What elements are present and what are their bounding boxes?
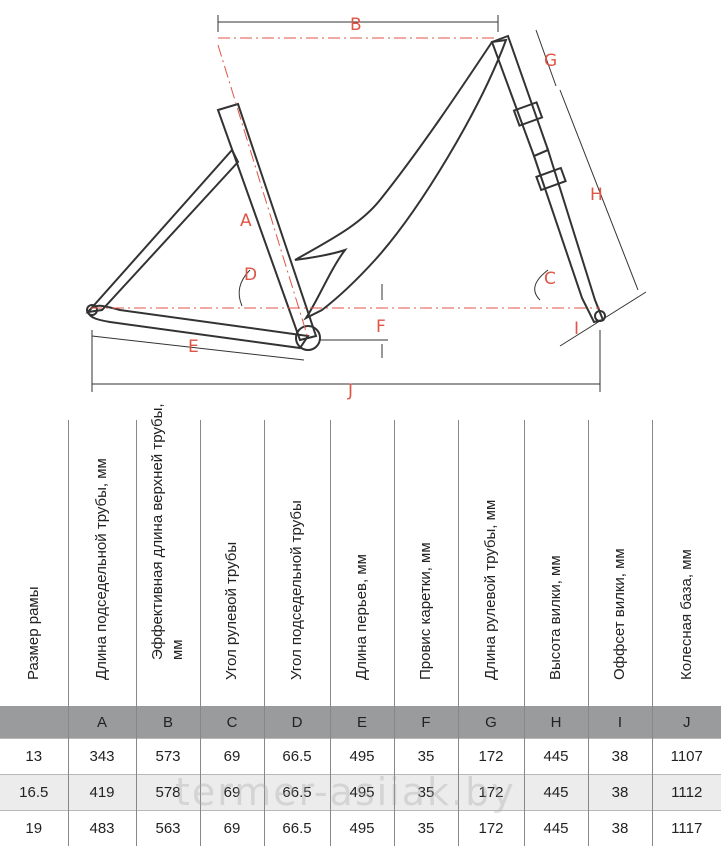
table-cell: 16.5 [0, 774, 68, 811]
label-f: F [376, 317, 386, 337]
header-top-tube-length: Эффективная длина верхней трубы, мм [135, 403, 200, 706]
table-cell: 495 [329, 738, 394, 775]
label-c: C [544, 269, 556, 289]
letter-cell: I [587, 706, 652, 739]
table-cell: 563 [135, 810, 200, 846]
table-cell: 38 [587, 774, 652, 811]
table-cell: 35 [393, 774, 458, 811]
table-cell: 38 [587, 810, 652, 846]
fork [532, 148, 605, 324]
top-tube [294, 38, 508, 321]
label-a: A [240, 211, 252, 231]
seat-stay [85, 148, 240, 314]
table-cell: 172 [457, 774, 524, 811]
table-cell: 35 [393, 738, 458, 775]
table-cell: 578 [135, 774, 200, 811]
header-bb-drop: Провис каретки, мм [393, 420, 458, 706]
label-e: E [188, 337, 199, 357]
header-wheelbase: Колесная база, мм [651, 420, 721, 706]
table-cell: 1112 [651, 774, 721, 811]
letter-cell: J [651, 706, 721, 739]
table-cell: 445 [523, 810, 588, 846]
letter-cell: H [523, 706, 588, 739]
label-h: H [590, 185, 603, 205]
header-seat-angle: Угол подседельной трубы [263, 420, 330, 706]
header-seat-tube-length: Длина подседельной трубы, мм [67, 420, 136, 706]
header-head-tube-length: Длина рулевой трубы, мм [457, 420, 524, 706]
table-cell: 172 [457, 810, 524, 846]
table-cell: 483 [67, 810, 136, 846]
table-cell: 69 [199, 774, 264, 811]
letter-cell: D [263, 706, 330, 739]
letter-row: A B C D E F G H I J [0, 706, 721, 739]
table-cell: 172 [457, 738, 524, 775]
letter-cell: E [329, 706, 394, 739]
rear-dropout [86, 304, 98, 316]
table-cell: 66.5 [263, 738, 330, 775]
table-cell: 1117 [651, 810, 721, 846]
label-b: B [350, 15, 362, 35]
letter-cell: C [199, 706, 264, 739]
table-cell: 1107 [651, 738, 721, 775]
table-cell: 69 [199, 810, 264, 846]
label-j: J [347, 381, 353, 401]
table-row: 16.5 419 578 69 66.5 495 35 172 445 38 1… [0, 774, 721, 811]
label-i: I [574, 319, 579, 339]
letter-cell: G [457, 706, 524, 739]
table-row: 19 483 563 69 66.5 495 35 172 445 38 111… [0, 810, 721, 846]
label-d: D [244, 265, 257, 285]
header-frame-size: Размер рамы [24, 586, 42, 680]
table-cell: 343 [67, 738, 136, 775]
table-cell: 573 [135, 738, 200, 775]
table-cell: 419 [67, 774, 136, 811]
seat-tube [216, 102, 318, 342]
table-cell: 445 [523, 738, 588, 775]
table-cell: 495 [329, 810, 394, 846]
header-row: Размер рамы Длина подседельной трубы, мм… [0, 403, 721, 706]
header-fork-offset: Оффсет вилки, мм [587, 420, 652, 706]
header-head-angle: Угол рулевой трубы [199, 420, 264, 706]
header-fork-height: Высота вилки, мм [523, 420, 588, 706]
table-cell: 69 [199, 738, 264, 775]
table-row: 13 343 573 69 66.5 495 35 172 445 38 110… [0, 738, 721, 775]
letter-cell: B [135, 706, 200, 739]
letter-cell: A [67, 706, 136, 739]
label-g: G [544, 51, 557, 71]
table-cell: 38 [587, 738, 652, 775]
bike-frame [85, 34, 606, 351]
dimension-lines [90, 15, 647, 392]
table-cell: 13 [0, 738, 68, 775]
letter-cell [0, 706, 68, 739]
table-cell: 66.5 [263, 774, 330, 811]
letter-cell: F [393, 706, 458, 739]
geometry-table: Размер рамы Длина подседельной трубы, мм… [0, 403, 721, 846]
table-cell: 19 [0, 810, 68, 846]
table-cell: 66.5 [263, 810, 330, 846]
table-cell: 445 [523, 774, 588, 811]
fork-crown [535, 166, 567, 192]
frame-geometry-diagram: B A D E F J G H C I [85, 15, 647, 401]
table-cell: 35 [393, 810, 458, 846]
header-chainstay-length: Длина перьев, мм [329, 420, 394, 706]
bottom-bracket [295, 325, 321, 351]
table-cell: 495 [329, 774, 394, 811]
headset-cup [512, 101, 544, 127]
